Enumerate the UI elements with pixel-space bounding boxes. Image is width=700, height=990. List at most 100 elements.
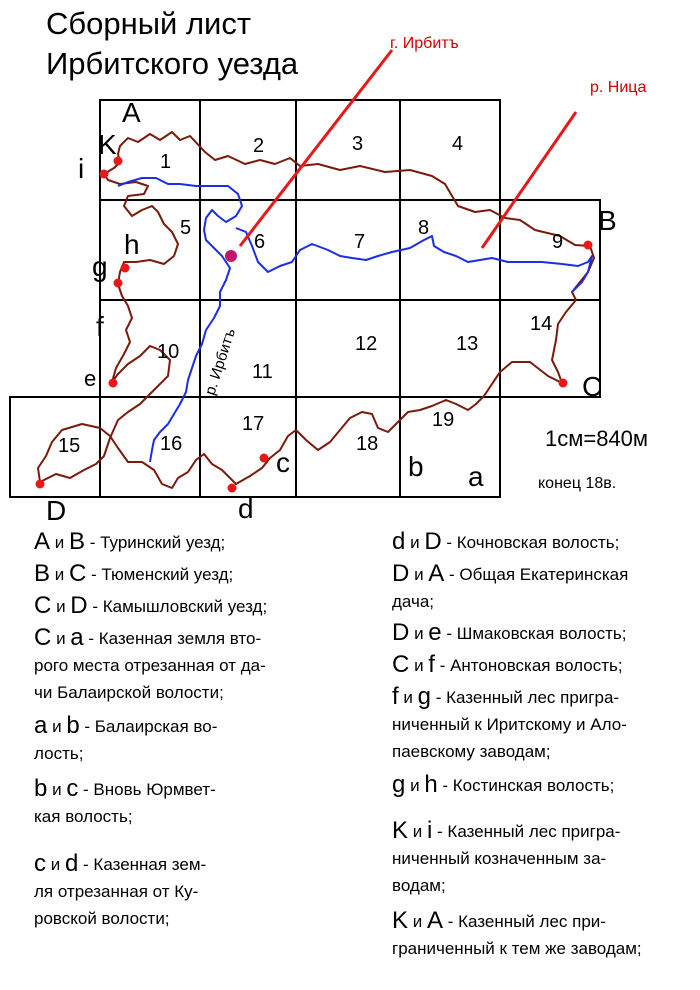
legend-entry: b и c - Вновь Юрмвет- bbox=[34, 775, 364, 803]
point-label-e: e bbox=[84, 366, 96, 391]
legend-continuation: чи Балаирской волости; bbox=[34, 683, 224, 702]
city-dot bbox=[225, 250, 237, 262]
legend-continuation: кая волость; bbox=[34, 807, 133, 826]
legend-continuation: дача; bbox=[392, 592, 435, 611]
sheet-number-10: 10 bbox=[157, 341, 179, 363]
legend-description: - Туринский уезд; bbox=[84, 533, 226, 552]
legend-entry: K и A - Казенный лес при- bbox=[392, 907, 692, 935]
legend-point-a: d bbox=[392, 528, 406, 555]
river-nitsa-label: р. Ница bbox=[590, 79, 646, 96]
sheet-number-14: 14 bbox=[530, 313, 552, 335]
legend-entry: f и g - Казенный лес пригра- bbox=[392, 683, 692, 711]
sheet-number-19: 19 bbox=[432, 409, 454, 431]
legend-description: - Общая Екатеринская bbox=[444, 565, 629, 584]
legend-conjunction: и bbox=[47, 717, 67, 736]
legend-conjunction: и bbox=[51, 597, 71, 616]
legend-description: - Казенная зем- bbox=[78, 855, 207, 874]
sheet-number-15: 15 bbox=[58, 435, 80, 457]
legend-point-a: g bbox=[392, 771, 406, 798]
legend-continuation: рого места отрезанная от да- bbox=[34, 656, 266, 675]
sheet-number-16: 16 bbox=[160, 433, 182, 455]
legend-description: - Вновь Юрмвет- bbox=[78, 780, 216, 799]
point-label-c: c bbox=[276, 447, 290, 478]
point-label-d: d bbox=[238, 493, 254, 520]
legend-point-b: h bbox=[424, 771, 438, 798]
sheet-number-7: 7 bbox=[354, 231, 365, 253]
legend-entry: C и f - Антоновская волость; bbox=[392, 651, 692, 679]
legend-point-a: a bbox=[34, 712, 48, 739]
legend-point-a: C bbox=[34, 624, 52, 651]
legend-point-b: d bbox=[64, 850, 79, 877]
legend-description: - Балаирская во- bbox=[79, 717, 218, 736]
boundary-point-dots bbox=[35, 156, 593, 493]
legend-continuation: ниченный козначенным за- bbox=[392, 849, 607, 868]
legend-description: - Кочновская волость; bbox=[441, 533, 620, 552]
legend-description: - Казенный лес пригра- bbox=[430, 688, 620, 707]
sheet-number-12: 12 bbox=[355, 333, 377, 355]
legend-continuation: граниченный к тем же заводам; bbox=[392, 939, 642, 958]
legend-conjunction: и bbox=[405, 776, 425, 795]
sheet-number-9: 9 bbox=[552, 231, 563, 253]
legend-description: - Камышловский уезд; bbox=[87, 597, 268, 616]
legend-conjunction: и bbox=[408, 822, 427, 841]
legend-point-b: B bbox=[68, 528, 85, 555]
legend-conjunction: и bbox=[398, 688, 418, 707]
legend-point-b: D bbox=[70, 592, 88, 619]
legend-description: - Шмаковская волость; bbox=[441, 624, 627, 643]
sheet-grid bbox=[9, 99, 601, 498]
legend-point-b: A bbox=[426, 907, 443, 934]
point-label-b: b bbox=[408, 451, 424, 482]
legend-entry: C и D - Камышловский уезд; bbox=[34, 592, 364, 620]
legend-description: - Казенный лес пригра- bbox=[432, 822, 621, 841]
map-title-line-2: Ирбитского уезда bbox=[46, 46, 299, 81]
city-label: г. Ирбитъ bbox=[390, 35, 459, 52]
legend-point-a: K bbox=[392, 817, 409, 844]
legend-conjunction: и bbox=[51, 629, 71, 648]
legend-point-b: C bbox=[68, 560, 87, 587]
legend-continuation: лость; bbox=[34, 744, 84, 763]
sheet-number-8: 8 bbox=[418, 217, 429, 239]
legend-conjunction: и bbox=[46, 855, 65, 874]
nitsa-pointer-line bbox=[480, 111, 578, 249]
legend-point-b: b bbox=[66, 712, 80, 739]
legend-entry: C и a - Казенная земля вто- bbox=[34, 624, 364, 652]
legend-conjunction: и bbox=[409, 624, 429, 643]
sheet-number-6: 6 bbox=[254, 231, 265, 253]
legend-point-b: i bbox=[426, 817, 433, 844]
legend-entry: B и C - Тюменский уезд; bbox=[34, 560, 364, 588]
legend-continuation: ровской волости; bbox=[34, 909, 170, 928]
legend-entry: K и i - Казенный лес пригра- bbox=[392, 817, 692, 845]
river-irbit-label: р. Ирбитъ bbox=[202, 326, 239, 397]
legend-left-column: A и B - Туринский уезд; B и C - Тюменский… bbox=[34, 528, 364, 932]
point-label-i: i bbox=[78, 153, 84, 184]
point-label-a: a bbox=[468, 461, 484, 492]
legend-point-a: B bbox=[34, 560, 51, 587]
legend-entry: d и D - Кочновская волость; bbox=[392, 528, 692, 556]
legend-right-column: d и D - Кочновская волость;D и A - Общая… bbox=[392, 528, 692, 962]
legend-point-a: D bbox=[392, 560, 410, 587]
legend-entry: a и b - Балаирская во- bbox=[34, 712, 364, 740]
sheet-number-11: 11 bbox=[252, 361, 273, 383]
legend-description: - Казенный лес при- bbox=[442, 912, 606, 931]
legend-conjunction: и bbox=[50, 565, 69, 584]
legend-point-b: g bbox=[417, 683, 431, 710]
legend-continuation: ля отрезанная от Ку- bbox=[34, 882, 199, 901]
legend-point-b: e bbox=[428, 619, 442, 646]
legend-description: - Костинская волость; bbox=[437, 776, 615, 795]
point-label-K: K bbox=[98, 129, 117, 160]
point-label-f: f bbox=[96, 311, 104, 342]
sheet-number-4: 4 bbox=[452, 133, 463, 155]
legend-continuation: ниченный к Иритскому и Ало- bbox=[392, 715, 627, 734]
legend-entry: D и A - Общая Екатеринская bbox=[392, 560, 692, 588]
legend-point-a: C bbox=[34, 592, 52, 619]
legend-point-a: b bbox=[34, 775, 48, 802]
sheet-number-1: 1 bbox=[160, 151, 171, 173]
legend-entry: c и d - Казенная зем- bbox=[34, 850, 364, 878]
legend-point-b: a bbox=[70, 624, 84, 651]
legend-conjunction: и bbox=[409, 565, 429, 584]
map-title-line-1: Сборный лист bbox=[46, 6, 252, 41]
legend-entry: A и B - Туринский уезд; bbox=[34, 528, 364, 556]
legend-point-b: D bbox=[424, 528, 442, 555]
legend-point-a: C bbox=[392, 651, 410, 678]
legend-conjunction: и bbox=[47, 780, 67, 799]
